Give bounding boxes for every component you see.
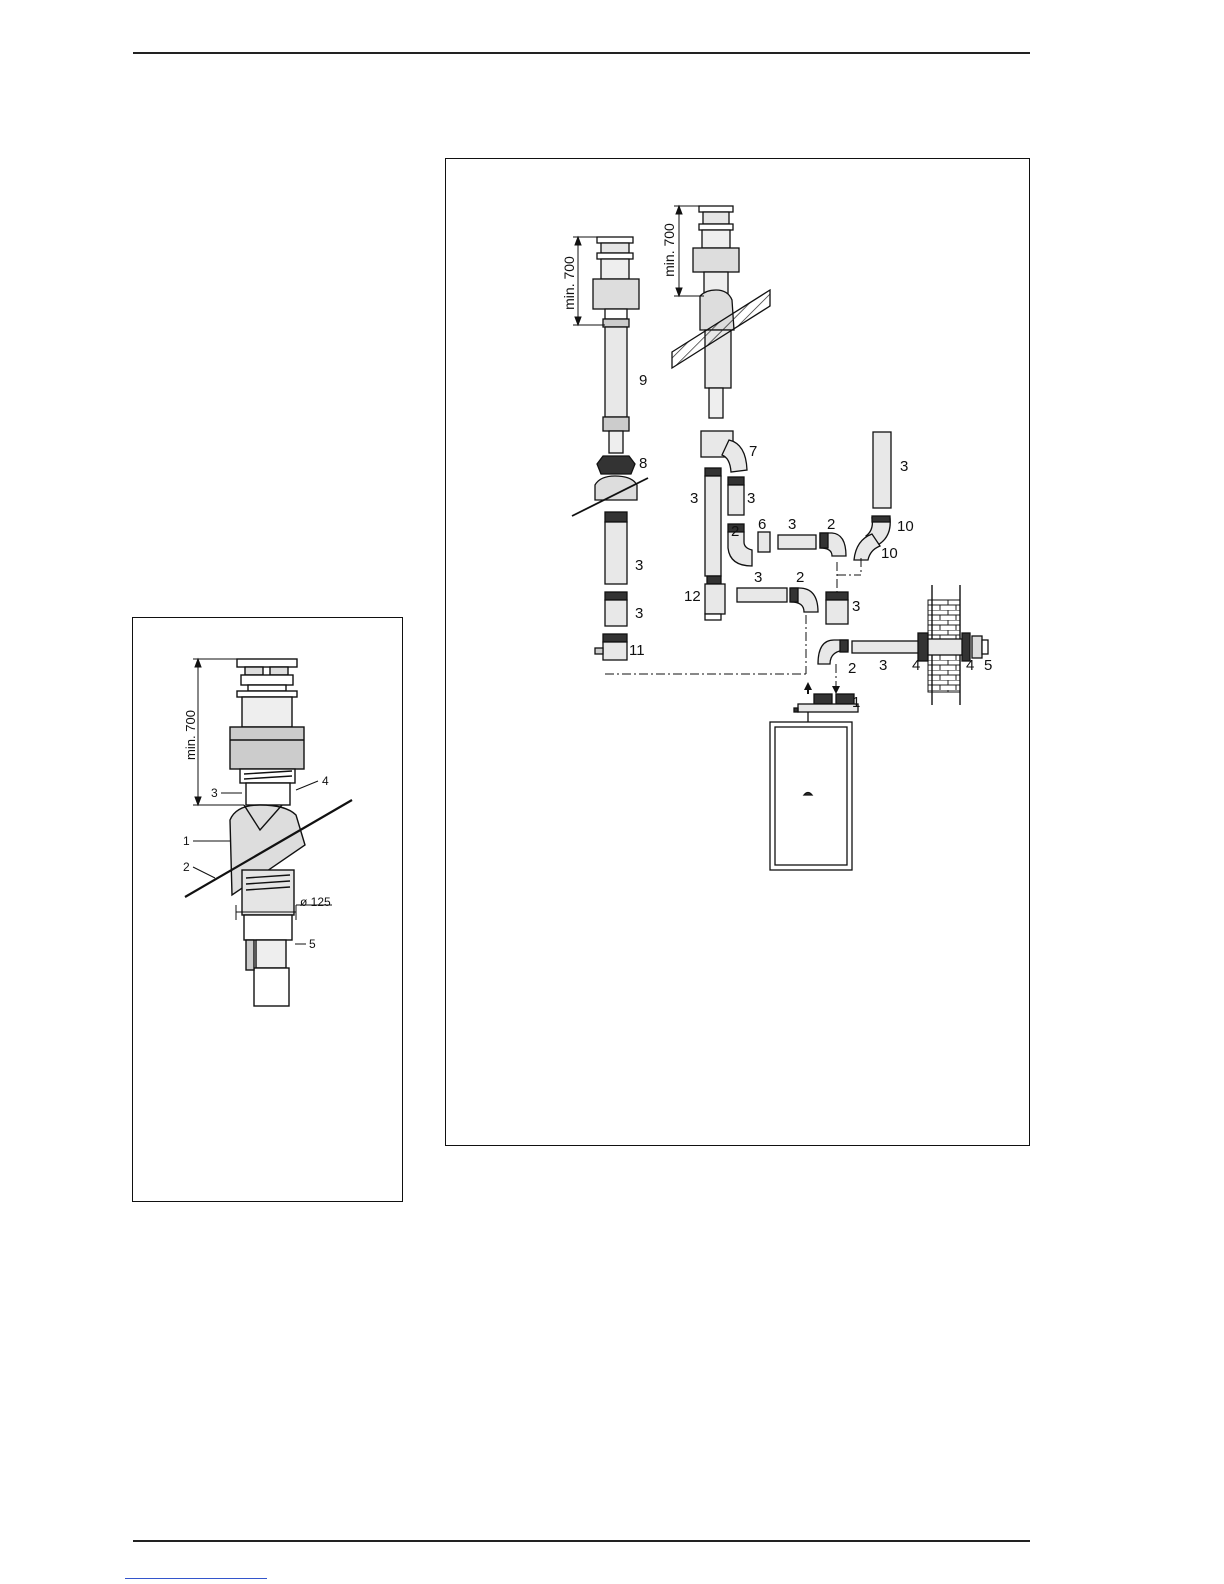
pitched-roof-dim-label: min. 700 [661,223,677,277]
callout-4a: 4 [912,657,920,674]
roof-terminal-drawing [185,659,352,1006]
callout-1: 1 [852,694,860,711]
left-callout-1: 1 [183,834,190,848]
left-callout-2: 2 [183,860,190,874]
callout-3b: 3 [635,605,643,622]
callout-9: 9 [639,372,647,389]
left-callout-4: 4 [322,774,329,788]
callout-3c: 3 [690,490,698,507]
callout-2d: 2 [848,660,856,677]
callout-3e: 3 [788,516,796,533]
central-pipe-assembly [701,431,846,620]
left-callout-3: 3 [211,786,218,800]
callout-3h: 3 [852,598,860,615]
callout-12: 12 [684,588,701,605]
callout-4b: 4 [966,657,974,674]
callout-2b: 2 [827,516,835,533]
callout-8: 8 [639,455,647,472]
callout-2c: 2 [796,569,804,586]
connection-lines [605,558,861,690]
callout-3d: 3 [747,490,755,507]
callout-3g: 3 [754,569,762,586]
left-diameter-label: ø 125 [300,895,331,909]
flat-roof-dim-label: min. 700 [561,256,577,310]
left-dim-label: min. 700 [183,710,198,760]
callout-3a: 3 [635,557,643,574]
left-callout-5: 5 [309,937,316,951]
callout-2a: 2 [731,523,739,540]
callout-6: 6 [758,516,766,533]
callout-3i: 3 [879,657,887,674]
flow-arrows [804,682,840,694]
callout-11: 11 [629,642,645,659]
pitched-roof-terminal-column [693,206,739,418]
callout-10a: 10 [897,518,914,535]
callout-5: 5 [984,657,992,674]
flat-roof-terminal-column [572,237,648,660]
callout-3f: 3 [900,458,908,475]
callout-7: 7 [749,443,757,460]
callout-10b: 10 [881,545,898,562]
boiler-unit [770,694,858,870]
